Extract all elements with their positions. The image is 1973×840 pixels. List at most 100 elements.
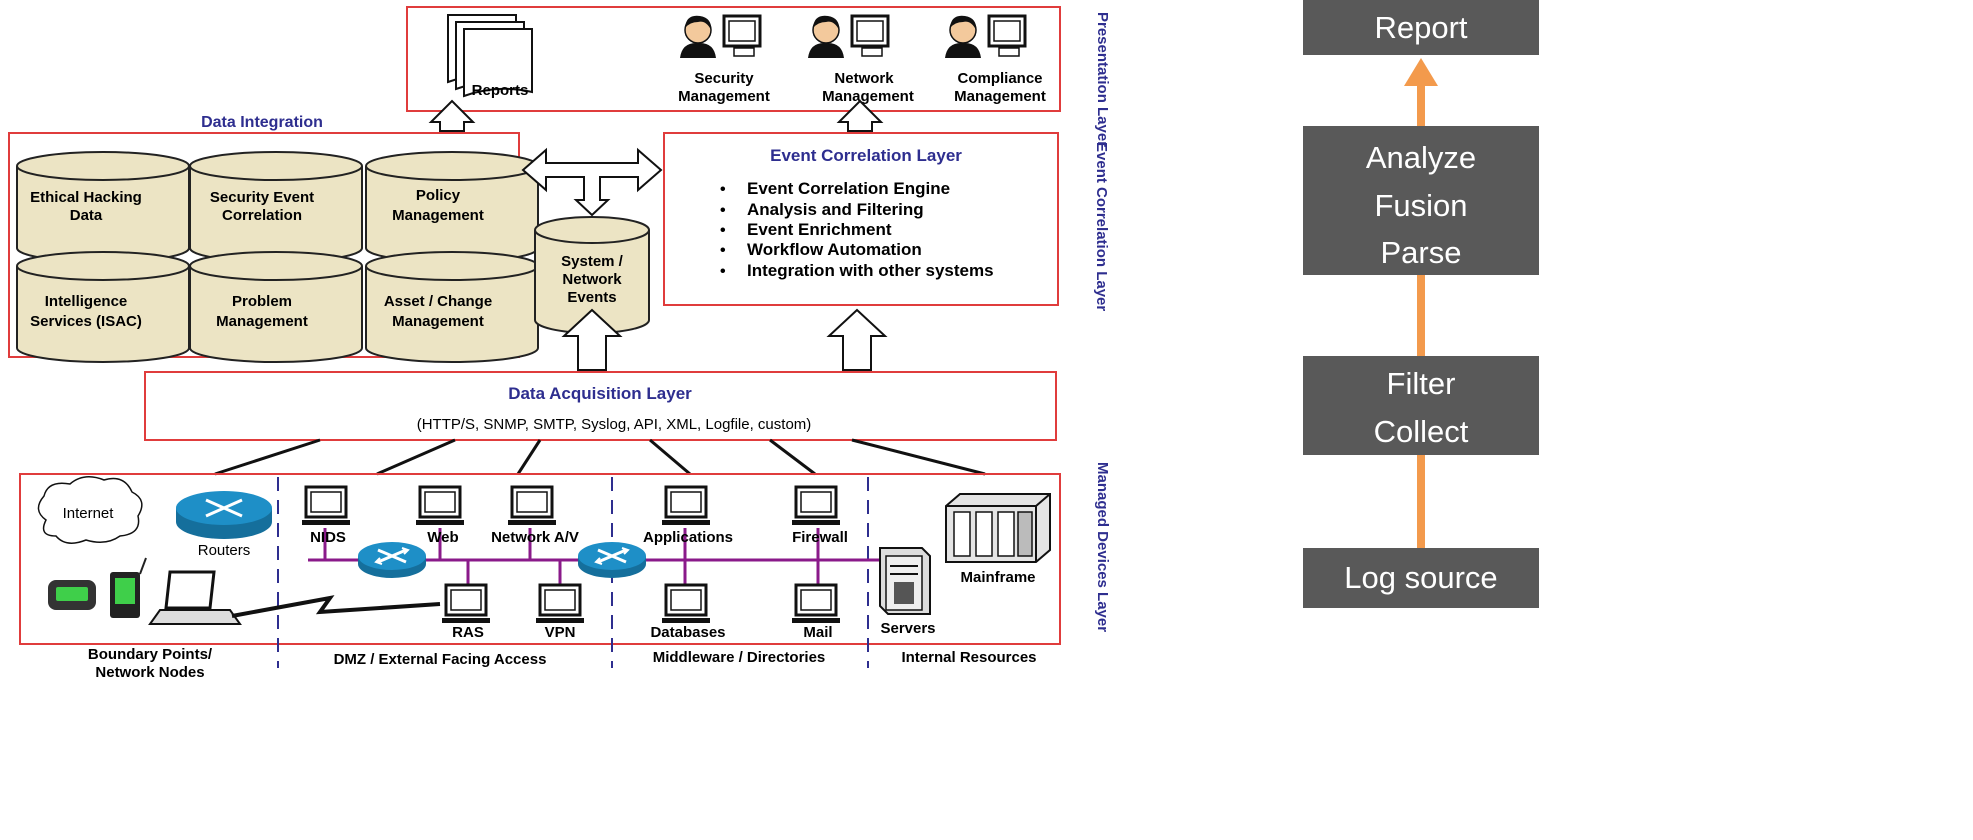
wan-link-icon xyxy=(231,595,441,618)
routers-label: Routers xyxy=(198,542,251,559)
ec-item: Event Correlation Engine xyxy=(747,179,950,198)
flow-report-label: Report xyxy=(1374,10,1468,45)
data-integration-title: Data Integration xyxy=(201,114,323,131)
system-events-label-2: Network xyxy=(562,271,622,288)
zone-dmz-label: DMZ / External Facing Access xyxy=(334,651,547,668)
db-label-3a: Policy xyxy=(416,187,461,204)
console-label-compliance-2: Management xyxy=(954,88,1046,105)
zone-boundary-label-2: Network Nodes xyxy=(95,664,204,681)
flow-log-source-label: Log source xyxy=(1344,560,1498,595)
firewall-pc-icon xyxy=(790,485,842,527)
system-events-db-icon xyxy=(534,216,650,334)
ras-pc-icon xyxy=(440,583,492,625)
db-label-6a: Asset / Change xyxy=(384,293,492,310)
databases-pc-icon xyxy=(660,583,712,625)
zone-boundary-label-1: Boundary Points/ xyxy=(88,646,213,663)
db-label-2a: Security Event xyxy=(210,189,314,206)
console-label-security-2: Management xyxy=(678,88,770,105)
data-acquisition-title: Data Acquisition Layer xyxy=(508,384,692,403)
flow-analyze-label: Analyze xyxy=(1365,140,1477,175)
event-correlation-frame xyxy=(663,132,1059,306)
up-arrow-reports xyxy=(428,99,476,132)
db-label-5a: Problem xyxy=(232,293,292,310)
vpn-pc-icon xyxy=(534,583,586,625)
web-pc-icon xyxy=(414,485,466,527)
flow-filter-label: Filter xyxy=(1386,366,1456,401)
managed-devices-frame xyxy=(19,473,1061,645)
databases-label: Databases xyxy=(650,624,725,641)
flow-filter-box: Filter Collect xyxy=(1303,356,1539,455)
db-label-4a: Intelligence xyxy=(45,293,128,310)
mainframe-label: Mainframe xyxy=(960,569,1035,586)
event-correlation-side-label: Event Correlation Layer xyxy=(1093,142,1110,311)
db-label-5b: Management xyxy=(216,313,308,330)
bullet: • xyxy=(720,242,726,259)
ethical-hacking-db-icon xyxy=(16,151,190,263)
network-console-icon xyxy=(806,14,890,60)
ec-item: Analysis and Filtering xyxy=(747,200,924,219)
reports-icon xyxy=(447,14,533,98)
bullet: • xyxy=(720,222,726,239)
nids-pc-icon xyxy=(300,485,352,527)
pda-icon xyxy=(110,557,147,618)
presentation-layer-frame xyxy=(406,6,1061,112)
system-events-label-3: Events xyxy=(567,289,616,306)
console-label-security-1: Security xyxy=(694,70,754,87)
security-console-icon xyxy=(678,14,762,60)
ec-item: Integration with other systems xyxy=(747,261,994,280)
server-tower-icon xyxy=(879,547,931,615)
flow-fusion-label: Fusion xyxy=(1374,188,1468,223)
acquisition-connectors xyxy=(214,438,986,476)
data-acquisition-protocols: (HTTP/S, SNMP, SMTP, Syslog, API, XML, L… xyxy=(417,416,812,433)
ec-item: Workflow Automation xyxy=(747,240,922,259)
managed-devices-side-label: Managed Devices Layer xyxy=(1094,462,1111,632)
db-label-1a: Ethical Hacking xyxy=(30,189,142,206)
up-arrow-to-system-events xyxy=(561,308,623,371)
db-label-2b: Correlation xyxy=(222,207,302,224)
applications-pc-icon xyxy=(660,485,712,527)
network-av-label: Network A/V xyxy=(491,529,579,546)
console-label-network-2: Management xyxy=(822,88,914,105)
console-label-compliance-1: Compliance xyxy=(957,70,1042,87)
console-label-network-1: Network xyxy=(834,70,894,87)
presentation-layer-side-label: Presentation Layer xyxy=(1094,12,1111,147)
flow-analyze-box: Analyze Fusion Parse xyxy=(1303,126,1539,275)
firewall-label: Firewall xyxy=(792,529,848,546)
system-events-label-1: System / xyxy=(561,253,624,270)
up-arrow-to-event-correlation xyxy=(826,308,888,371)
web-label: Web xyxy=(427,529,458,546)
db-label-1b: Data xyxy=(70,207,103,224)
bullet: • xyxy=(720,202,726,219)
db-label-3b: Management xyxy=(392,207,484,224)
servers-label: Servers xyxy=(880,620,935,637)
pager-icon xyxy=(48,580,96,610)
zone-middleware-label: Middleware / Directories xyxy=(653,649,826,666)
flow-report-box: Report xyxy=(1303,0,1539,55)
flow-parse-label: Parse xyxy=(1380,235,1462,270)
nids-label: NIDS xyxy=(310,529,346,546)
reports-label: Reports xyxy=(472,82,529,99)
ec-item: Event Enrichment xyxy=(747,220,892,239)
db-label-6b: Management xyxy=(392,313,484,330)
bullet: • xyxy=(720,181,726,198)
event-correlation-list: • Event Correlation Engine • Analysis an… xyxy=(720,179,994,280)
internet-label: Internet xyxy=(63,505,115,522)
double-arrow-integration-correlation xyxy=(521,147,663,217)
vpn-label: VPN xyxy=(545,624,576,641)
network-av-pc-icon xyxy=(506,485,558,527)
db-label-4b: Services (ISAC) xyxy=(30,313,142,330)
mail-pc-icon xyxy=(790,583,842,625)
ras-label: RAS xyxy=(452,624,484,641)
mainframe-icon xyxy=(945,493,1051,563)
applications-label: Applications xyxy=(643,529,733,546)
flow-log-source-box: Log source xyxy=(1303,548,1539,608)
up-arrow-consoles xyxy=(836,99,884,132)
dmz-router-icon xyxy=(356,540,428,580)
zone-internal-label: Internal Resources xyxy=(901,649,1036,666)
internet-cloud-icon xyxy=(37,476,143,544)
core-router-icon xyxy=(576,540,648,580)
mail-label: Mail xyxy=(803,624,832,641)
data-acquisition-frame xyxy=(144,371,1057,441)
flow-collect-label: Collect xyxy=(1373,414,1469,449)
